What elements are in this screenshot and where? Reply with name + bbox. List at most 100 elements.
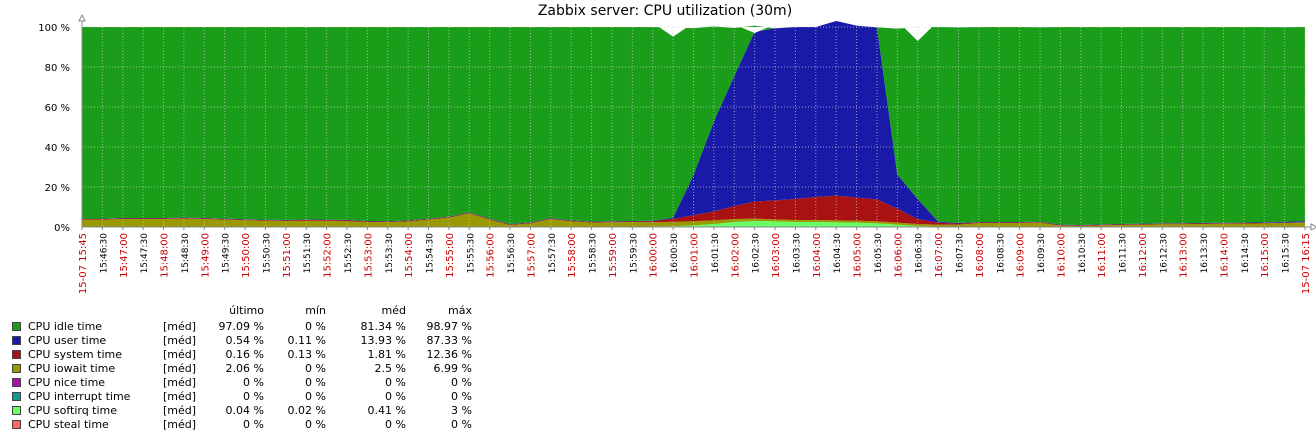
- legend-last-value: 0.54 %: [225, 334, 264, 347]
- x-tick-label: 16:03:00: [771, 233, 782, 278]
- x-tick-label: 15:56:30: [507, 233, 517, 274]
- x-tick-label: 15:46:30: [99, 233, 109, 274]
- x-tick-label: 15:48:30: [181, 233, 191, 274]
- x-tick-label: 16:10:30: [1078, 233, 1088, 274]
- legend-swatch: [12, 364, 21, 373]
- y-tick-label: 100 %: [38, 23, 70, 34]
- x-tick-label: 16:14:30: [1241, 233, 1251, 274]
- x-tick-label: 16:04:00: [812, 233, 823, 278]
- y-tick-label: 20 %: [45, 183, 70, 194]
- x-tick-label: 15:49:00: [200, 233, 211, 278]
- x-tick-label: 15:51:00: [282, 233, 293, 278]
- legend-swatch: [12, 322, 21, 331]
- x-tick-label: 16:09:00: [1016, 233, 1027, 278]
- x-tick-label: 15:58:00: [567, 233, 578, 278]
- header-avg: méd: [381, 304, 406, 317]
- x-tick-label: 15:51:30: [303, 233, 313, 274]
- x-tick-label: 15:57:30: [548, 233, 558, 274]
- x-tick-label: 16:06:00: [893, 233, 904, 278]
- legend-swatch: [12, 378, 21, 387]
- x-tick-label: 16:01:00: [690, 233, 701, 278]
- x-tick-label: 16:02:00: [730, 233, 741, 278]
- legend-swatch: [12, 420, 21, 429]
- x-tick-label: 15:47:00: [119, 233, 130, 278]
- legend-row: CPU nice time[méd]0 %0 %0 %0 %: [0, 376, 520, 390]
- legend-max-value: 12.36 %: [426, 348, 472, 361]
- x-tick-label: 16:07:30: [955, 233, 965, 274]
- x-tick-label: 15:54:00: [404, 233, 415, 278]
- legend: último mín méd máx CPU idle time[méd]97.…: [0, 304, 520, 432]
- header-min: mín: [305, 304, 326, 317]
- chart-title: Zabbix server: CPU utilization (30m): [538, 3, 792, 19]
- x-tick-label: 15:50:00: [241, 233, 252, 278]
- legend-row: CPU iowait time[méd]2.06 %0 %2.5 %6.99 %: [0, 362, 520, 376]
- legend-max-value: 87.33 %: [426, 334, 472, 347]
- x-tick-label: 16:15:30: [1282, 233, 1292, 274]
- legend-avg-value: 81.34 %: [360, 320, 406, 333]
- x-tick-label: 15:56:00: [486, 233, 497, 278]
- legend-row: CPU user time[méd]0.54 %0.11 %13.93 %87.…: [0, 334, 520, 348]
- legend-avg-value: 0 %: [385, 390, 406, 403]
- legend-avg-value: 2.5 %: [374, 362, 406, 375]
- legend-last-value: 0 %: [243, 418, 264, 431]
- legend-last-value: 2.06 %: [225, 362, 264, 375]
- legend-avg-value: 1.81 %: [367, 348, 406, 361]
- x-tick-label: 15:49:30: [222, 233, 232, 274]
- x-tick-label: 16:14:00: [1219, 233, 1230, 278]
- x-tick-label: 16:13:30: [1200, 233, 1210, 274]
- x-tick-label: 15:53:30: [385, 233, 395, 274]
- x-tick-label: 16:06:30: [915, 233, 925, 274]
- legend-row: CPU softirq time[méd]0.04 %0.02 %0.41 %3…: [0, 404, 520, 418]
- legend-row: CPU system time[méd]0.16 %0.13 %1.81 %12…: [0, 348, 520, 362]
- x-tick-label: 16:10:00: [1056, 233, 1067, 278]
- header-last: último: [229, 304, 264, 317]
- legend-function: [méd]: [163, 418, 197, 431]
- legend-min-value: 0 %: [305, 390, 326, 403]
- x-tick-label: 15:48:00: [160, 233, 171, 278]
- x-tick-label: 15:52:30: [344, 233, 354, 274]
- legend-series-name: CPU softirq time: [28, 404, 118, 417]
- legend-series-name: CPU idle time: [28, 320, 103, 333]
- series-area-cpu-user-time: [82, 21, 1305, 226]
- legend-series-name: CPU system time: [28, 348, 122, 361]
- legend-min-value: 0 %: [305, 418, 326, 431]
- legend-max-value: 3 %: [451, 404, 472, 417]
- legend-min-value: 0 %: [305, 362, 326, 375]
- legend-row: CPU interrupt time[méd]0 %0 %0 %0 %: [0, 390, 520, 404]
- legend-last-value: 0 %: [243, 376, 264, 389]
- legend-series-name: CPU user time: [28, 334, 107, 347]
- x-tick-label: 15:59:00: [608, 233, 619, 278]
- legend-function: [méd]: [163, 320, 197, 333]
- x-tick-label: 15:59:30: [629, 233, 639, 274]
- x-tick-label: 15:55:30: [466, 233, 476, 274]
- legend-last-value: 0.16 %: [225, 348, 264, 361]
- x-tick-label: 16:00:30: [670, 233, 680, 274]
- y-tick-label: 80 %: [45, 63, 70, 74]
- legend-last-value: 97.09 %: [218, 320, 264, 333]
- x-tick-label: 16:08:30: [996, 233, 1006, 274]
- legend-row: CPU steal time[méd]0 %0 %0 %0 %: [0, 418, 520, 432]
- legend-function: [méd]: [163, 348, 197, 361]
- x-tick-label: 16:12:30: [1159, 233, 1169, 274]
- x-tick-label: 16:02:30: [752, 233, 762, 274]
- x-tick-label: 16:03:30: [792, 233, 802, 274]
- idle-gap-mark: [658, 27, 688, 37]
- x-tick-label: 16:04:30: [833, 233, 843, 274]
- legend-series-name: CPU iowait time: [28, 362, 116, 375]
- legend-swatch: [12, 392, 21, 401]
- legend-avg-value: 0 %: [385, 376, 406, 389]
- x-tick-label: 16:07:00: [934, 233, 945, 278]
- legend-avg-value: 0.41 %: [367, 404, 406, 417]
- x-tick-label: 15:55:00: [445, 233, 456, 278]
- x-tick-label: 16:11:00: [1097, 233, 1108, 278]
- x-tick-label: 16:15:00: [1260, 233, 1271, 278]
- legend-last-value: 0 %: [243, 390, 264, 403]
- x-tick-label: 16:09:30: [1037, 233, 1047, 274]
- cpu-utilization-chart: Zabbix server: CPU utilization (30m) 0% 2…: [38, 3, 1316, 294]
- x-tick-label: 15:57:00: [526, 233, 537, 278]
- legend-function: [méd]: [163, 376, 197, 389]
- y-tick-label: 0%: [54, 223, 70, 234]
- y-tick-label: 40 %: [45, 143, 70, 154]
- legend-min-value: 0 %: [305, 320, 326, 333]
- y-axis-arrow: [78, 13, 86, 22]
